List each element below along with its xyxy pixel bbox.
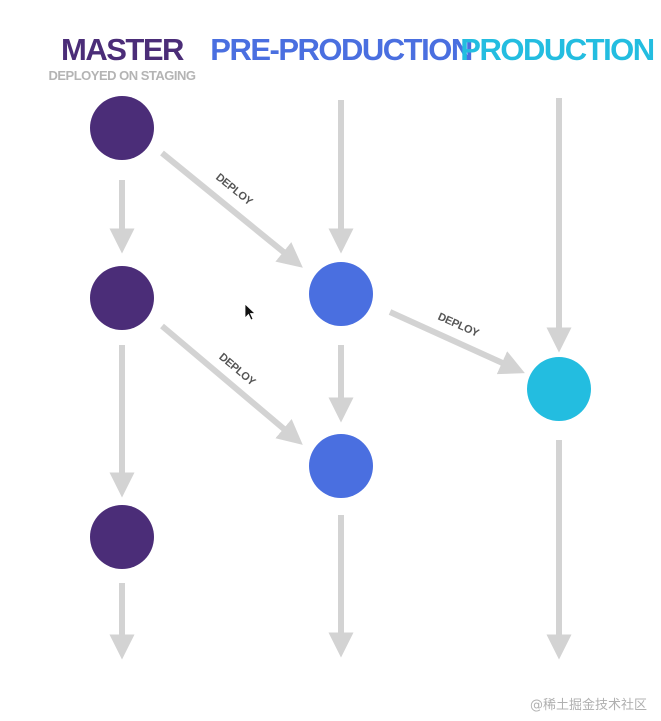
mouse-cursor-icon xyxy=(244,303,257,321)
deploy-arrow-master1-to-preprod1 xyxy=(160,150,303,268)
deploy-arrow-master2-to-preprod2 xyxy=(160,323,303,445)
master-commit-node xyxy=(90,96,154,160)
preprod-commit-node xyxy=(309,434,373,498)
preprod-commit-node xyxy=(309,262,373,326)
deploy-label: DEPLOY xyxy=(216,351,258,389)
master-commit-node xyxy=(90,505,154,569)
master-subtitle: DEPLOYED ON STAGING xyxy=(49,68,196,83)
master-commit-node xyxy=(90,266,154,330)
watermark: @稀土掘金技术社区 xyxy=(529,698,647,713)
master-title: MASTER xyxy=(61,32,184,67)
deploy-arrow-preprod1-to-prod1 xyxy=(388,309,525,375)
prod-commit-node xyxy=(527,357,591,421)
preprod-title: PRE-PRODUCTION xyxy=(210,32,472,67)
prod-title: PRODUCTION xyxy=(460,32,654,67)
